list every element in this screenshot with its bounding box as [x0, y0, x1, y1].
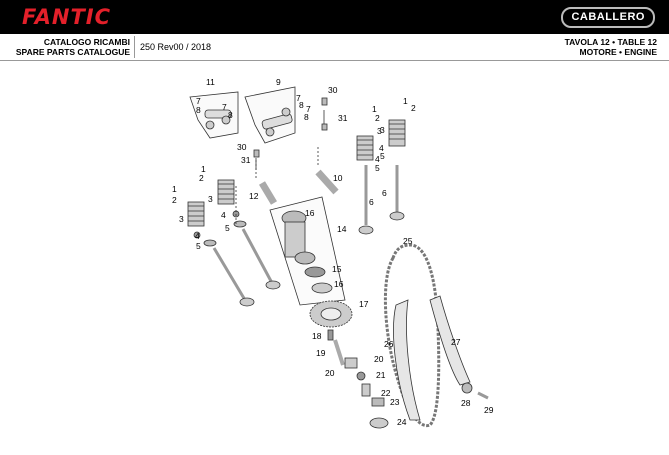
callout-1a: 1 [372, 104, 377, 114]
callout-7c: 7 [296, 93, 301, 103]
push-rod-lower [253, 149, 260, 170]
callout-5b: 5 [380, 151, 385, 161]
shaft-10 [315, 169, 339, 195]
callout-27: 27 [451, 337, 461, 347]
callout-15: 15 [332, 264, 342, 274]
chain-guide [393, 299, 421, 421]
callout-8c: 8 [299, 100, 304, 110]
callout-25: 25 [403, 236, 413, 246]
tensioner-parts [327, 329, 389, 429]
callout-3c: 3 [208, 194, 213, 204]
callout-labels: 11 9 30 31 7 8 7 8 7 8 7 8 30 31 1 2 3 4… [172, 77, 494, 427]
callout-11: 11 [206, 77, 215, 87]
callout-1d: 1 [172, 184, 177, 194]
callout-9: 9 [276, 77, 281, 87]
valve-spring-left-a [187, 201, 255, 307]
header-divider [134, 36, 135, 58]
callout-4d: 4 [195, 231, 200, 241]
callout-7b: 7 [222, 102, 227, 112]
callout-20a: 20 [374, 354, 384, 364]
table-number: TAVOLA 12 • TABLE 12 [564, 37, 657, 47]
callout-5c: 5 [225, 223, 230, 233]
rocker-arm-left [189, 91, 239, 139]
callout-3b: 3 [380, 125, 385, 135]
callout-6a: 6 [369, 197, 374, 207]
cam-sprocket [309, 300, 353, 328]
callout-31b: 31 [241, 155, 251, 165]
callout-26: 26 [384, 339, 394, 349]
callout-4c: 4 [221, 210, 226, 220]
callout-23: 23 [390, 397, 400, 407]
leader-lines [235, 147, 319, 226]
callout-24: 24 [397, 417, 407, 427]
callout-20b: 20 [325, 368, 335, 378]
catalog-title: CATALOGO RICAMBI SPARE PARTS CATALOGUE [0, 37, 130, 57]
catalog-title-en: SPARE PARTS CATALOGUE [15, 47, 130, 57]
callout-6b: 6 [382, 188, 387, 198]
top-bar: FANTIC CABALLERO [0, 0, 669, 34]
callout-2b: 2 [411, 103, 416, 113]
tensioner-bolt [461, 382, 489, 400]
callout-30b: 30 [237, 142, 247, 152]
callout-4a: 4 [375, 154, 380, 164]
push-rod-upper [321, 97, 328, 131]
callout-8a: 8 [196, 105, 201, 115]
catalog-title-it: CATALOGO RICAMBI [43, 37, 130, 47]
callout-4b: 4 [379, 143, 384, 153]
callout-17: 17 [359, 299, 369, 309]
callout-19: 19 [316, 348, 326, 358]
catalog-header: CATALOGO RICAMBI SPARE PARTS CATALOGUE 2… [0, 34, 669, 61]
callout-14: 14 [337, 224, 347, 234]
callout-22: 22 [381, 388, 391, 398]
callout-16b: 16 [334, 279, 344, 289]
valve-spring-right-b [388, 119, 406, 221]
callout-8d: 8 [304, 112, 309, 122]
valve-spring-left-b [217, 179, 281, 290]
callout-2c: 2 [199, 173, 204, 183]
camshaft-box [269, 196, 346, 306]
chain-guide-rear [429, 295, 471, 386]
callout-21: 21 [376, 370, 386, 380]
callout-1c: 1 [201, 164, 206, 174]
brand-logo: FANTIC [22, 5, 112, 29]
callout-18: 18 [312, 331, 322, 341]
callout-2d: 2 [172, 195, 177, 205]
callout-31a: 31 [338, 113, 348, 123]
callout-10: 10 [333, 173, 343, 183]
callout-8b: 8 [228, 110, 233, 120]
callout-3a: 3 [377, 126, 382, 136]
callout-30a: 30 [328, 85, 338, 95]
model-badge: CABALLERO [561, 7, 655, 28]
revision-label: 250 Rev00 / 2018 [140, 42, 212, 52]
callout-12: 12 [249, 191, 259, 201]
rocker-arm-right [244, 86, 296, 144]
callout-16a: 16 [305, 208, 315, 218]
table-group: MOTORE • ENGINE [579, 47, 657, 57]
callout-28: 28 [461, 398, 471, 408]
callout-29: 29 [484, 405, 494, 415]
callout-1b: 1 [403, 96, 408, 106]
valve-spring-right-a [356, 135, 374, 235]
callout-3d: 3 [179, 214, 184, 224]
callout-5a: 5 [375, 163, 380, 173]
timing-chain [383, 243, 441, 428]
table-title: TAVOLA 12 • TABLE 12 MOTORE • ENGINE [565, 37, 657, 57]
callout-7a: 7 [196, 96, 201, 106]
callout-2a: 2 [375, 113, 380, 123]
callout-7d: 7 [306, 104, 311, 114]
callout-5d: 5 [196, 241, 201, 251]
shaft-12 [258, 181, 278, 205]
